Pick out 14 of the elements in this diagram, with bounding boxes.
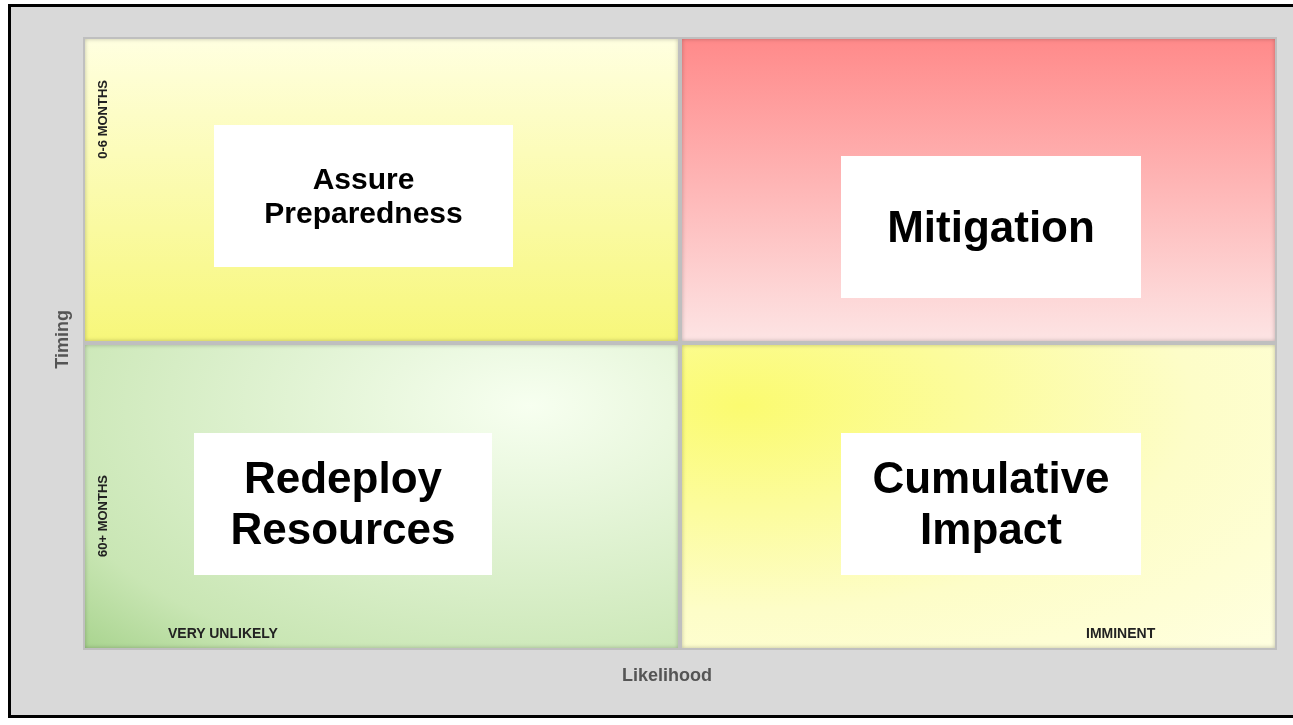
quadrant-panel bbox=[83, 343, 680, 650]
axis-tick-label: IMMINENT bbox=[1086, 625, 1156, 641]
axis-title: Likelihood bbox=[622, 665, 712, 686]
quadrant-panel bbox=[680, 37, 1277, 343]
quadrant-label: Assure Preparedness bbox=[214, 125, 513, 267]
quadrant-label: Cumulative Impact bbox=[841, 433, 1141, 575]
axis-title: Timing bbox=[52, 310, 73, 369]
axis-tick-label: 60+ MONTHS bbox=[95, 475, 110, 557]
quadrant-panel bbox=[680, 343, 1277, 650]
quadrant-label: Redeploy Resources bbox=[194, 433, 492, 575]
axis-tick-label: 0-6 MONTHS bbox=[95, 80, 110, 159]
quadrant-label: Mitigation bbox=[841, 156, 1141, 298]
quadrant-panel bbox=[83, 37, 680, 343]
axis-tick-label: VERY UNLIKELY bbox=[168, 625, 278, 641]
